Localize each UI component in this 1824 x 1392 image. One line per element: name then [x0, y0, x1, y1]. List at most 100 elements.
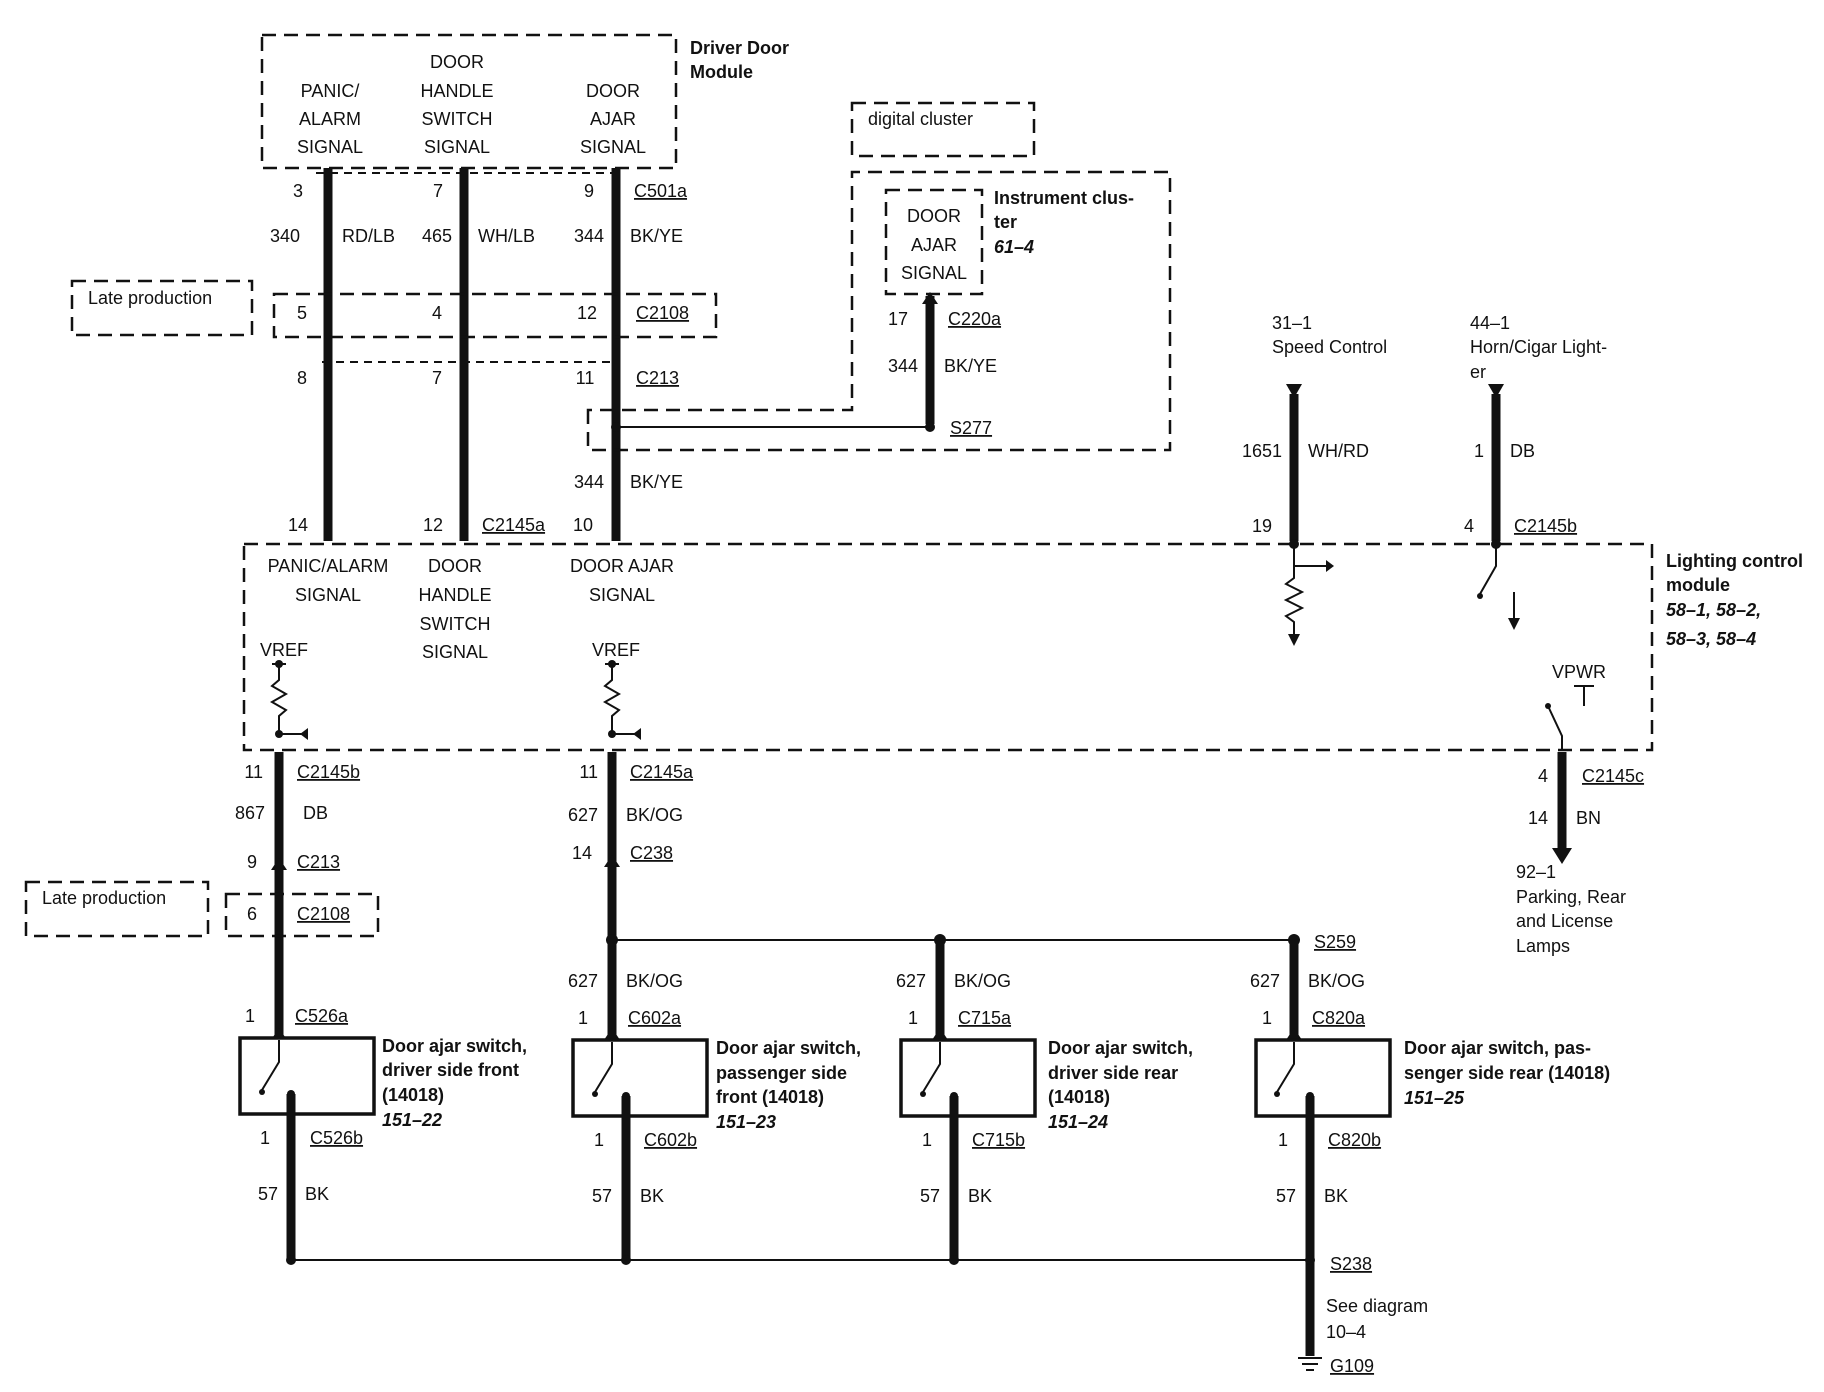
sw2-box	[571, 1038, 709, 1118]
wire-344-color: BK/YE	[630, 226, 683, 246]
speed-control-pin: 19	[1252, 516, 1272, 536]
c2108-box-bottom	[224, 892, 380, 938]
c2108-top-pin-2: 4	[432, 303, 442, 323]
left-connector-1: C2145b	[297, 762, 360, 782]
ic-title-1: Instrument clus-	[994, 188, 1134, 208]
wire-14-color: BN	[1576, 808, 1601, 828]
sw2-circuit: 57	[592, 1186, 612, 1206]
lcm-ajar-1: DOOR AJAR	[570, 556, 674, 576]
s277-dot-right	[925, 422, 935, 432]
sw1-title-1: Door ajar switch,	[382, 1036, 527, 1056]
c2145a-top-connector: C2145a	[482, 515, 546, 535]
driver-door-module-title-2: Module	[690, 62, 753, 82]
g109-label: G109	[1330, 1356, 1374, 1376]
c213-top-connector: C213	[636, 368, 679, 388]
c213-top-pin-1: 8	[297, 368, 307, 388]
lamp-label-3: Lamps	[1516, 936, 1570, 956]
sw3-contact	[922, 1042, 941, 1093]
sw4-title-1: Door ajar switch, pas-	[1404, 1038, 1591, 1058]
panic-signal-line-3: SIGNAL	[297, 137, 363, 157]
switch-passenger-rear: 627 BK/OG 1 C820a Door ajar switch, pas-…	[1250, 940, 1610, 1356]
horn-arrow	[1488, 384, 1504, 398]
handle-signal-line-2: HANDLE	[420, 81, 493, 101]
s238-dot-2	[621, 1255, 631, 1265]
lcm-box	[242, 542, 1654, 752]
vref-left-resistor	[269, 663, 289, 734]
c220a-connector: C220a	[948, 309, 1002, 329]
sw3-title-1: Door ajar switch,	[1048, 1038, 1193, 1058]
late-production-label-bottom: Late production	[42, 888, 166, 908]
sw3-circuit: 57	[920, 1186, 940, 1206]
horn-ground-arrow	[1508, 618, 1520, 630]
left-pin-1: 11	[244, 762, 263, 782]
c2108-top-pin-1: 5	[297, 303, 307, 323]
c213-top-pin-2: 7	[432, 368, 442, 388]
ajar-signal-line-3: SIGNAL	[580, 137, 646, 157]
left-connector-2: C213	[297, 852, 340, 872]
sw4-wire-circuit: 627	[1250, 971, 1280, 991]
vpwr-symbol	[1574, 685, 1594, 706]
sw2-color: BK	[640, 1186, 664, 1206]
sw2-wire-color: BK/OG	[626, 971, 683, 991]
c501a-pin-1: 3	[293, 181, 303, 201]
handle-signal-line-3: SWITCH	[422, 109, 493, 129]
sw2-arrow	[604, 1028, 620, 1040]
late-production-box-bottom	[24, 880, 210, 938]
mid-connector-2: C238	[630, 843, 673, 863]
digital-cluster-label: digital cluster	[868, 109, 973, 129]
horn-ref: 44–1	[1470, 313, 1510, 333]
ic-title-2: ter	[994, 212, 1017, 232]
ic-ref: 61–4	[994, 237, 1034, 257]
lcm-handle-2: HANDLE	[418, 585, 491, 605]
mid-pin-2: 14	[572, 843, 592, 863]
lcm-handle-1: DOOR	[428, 556, 482, 576]
lcm-panic-2: SIGNAL	[295, 585, 361, 605]
s259-label: S259	[1314, 932, 1356, 952]
sw2-contact-dot	[592, 1091, 598, 1097]
instrument-cluster-signal-box	[884, 188, 984, 296]
driver-door-module: Driver Door Module PANIC/ ALARM SIGNAL D…	[260, 33, 789, 170]
late-production-label-top: Late production	[88, 288, 212, 308]
sw1-pin-top: 1	[245, 1006, 255, 1026]
c2108-box-top	[272, 292, 718, 339]
panic-signal-line-1: PANIC/	[301, 81, 360, 101]
sw3-conn-bot: C715b	[972, 1130, 1025, 1150]
c213-top-pin-3: 11	[576, 368, 595, 388]
left-pin-3: 6	[247, 904, 257, 924]
sw3-contact-dot	[920, 1091, 926, 1097]
sw4-conn-top: C820a	[1312, 1008, 1366, 1028]
sw3-wire-color: BK/OG	[954, 971, 1011, 991]
left-pin-2: 9	[247, 852, 257, 872]
digital-cluster-box	[850, 101, 1036, 158]
wire-1651-color: WH/RD	[1308, 441, 1369, 461]
sw4-pin-top: 1	[1262, 1008, 1272, 1028]
c2145a-top-pin-2: 12	[423, 515, 443, 535]
wire-867-color: DB	[303, 803, 328, 823]
left-c213-arrow	[271, 858, 287, 870]
wire-1651-circuit: 1651	[1242, 441, 1282, 461]
s277-dot-left	[611, 422, 621, 432]
vref-left-tap-arrow	[300, 728, 308, 740]
sw1-pin-bot: 1	[260, 1128, 270, 1148]
panic-signal-line-2: ALARM	[299, 109, 361, 129]
handle-signal-line-1: DOOR	[430, 52, 484, 72]
sw3-ref: 151–24	[1048, 1112, 1108, 1132]
lcm-handle-3: SWITCH	[420, 614, 491, 634]
lcm-title-2: module	[1666, 575, 1730, 595]
ground-note-1: See diagram	[1326, 1296, 1428, 1316]
s277-splice: S277	[950, 418, 992, 438]
c501a-pin-3: 9	[584, 181, 594, 201]
s238-dot-4	[1305, 1255, 1315, 1265]
c2145b-top-connector: C2145b	[1514, 516, 1577, 536]
ic-signal-line-3: SIGNAL	[901, 263, 967, 283]
sw3-pin-bot: 1	[922, 1130, 932, 1150]
vref-left: VREF	[260, 640, 308, 660]
s238-label: S238	[1330, 1254, 1372, 1274]
lamp-label-2: and License	[1516, 911, 1613, 931]
sw2-pin-bot: 1	[594, 1130, 604, 1150]
mid-pin-1: 11	[579, 762, 598, 782]
sw3-box	[899, 1038, 1037, 1118]
driver-door-module-box	[260, 33, 678, 170]
wire-340-color: RD/LB	[342, 226, 395, 246]
vref-mid-resistor	[602, 663, 622, 734]
